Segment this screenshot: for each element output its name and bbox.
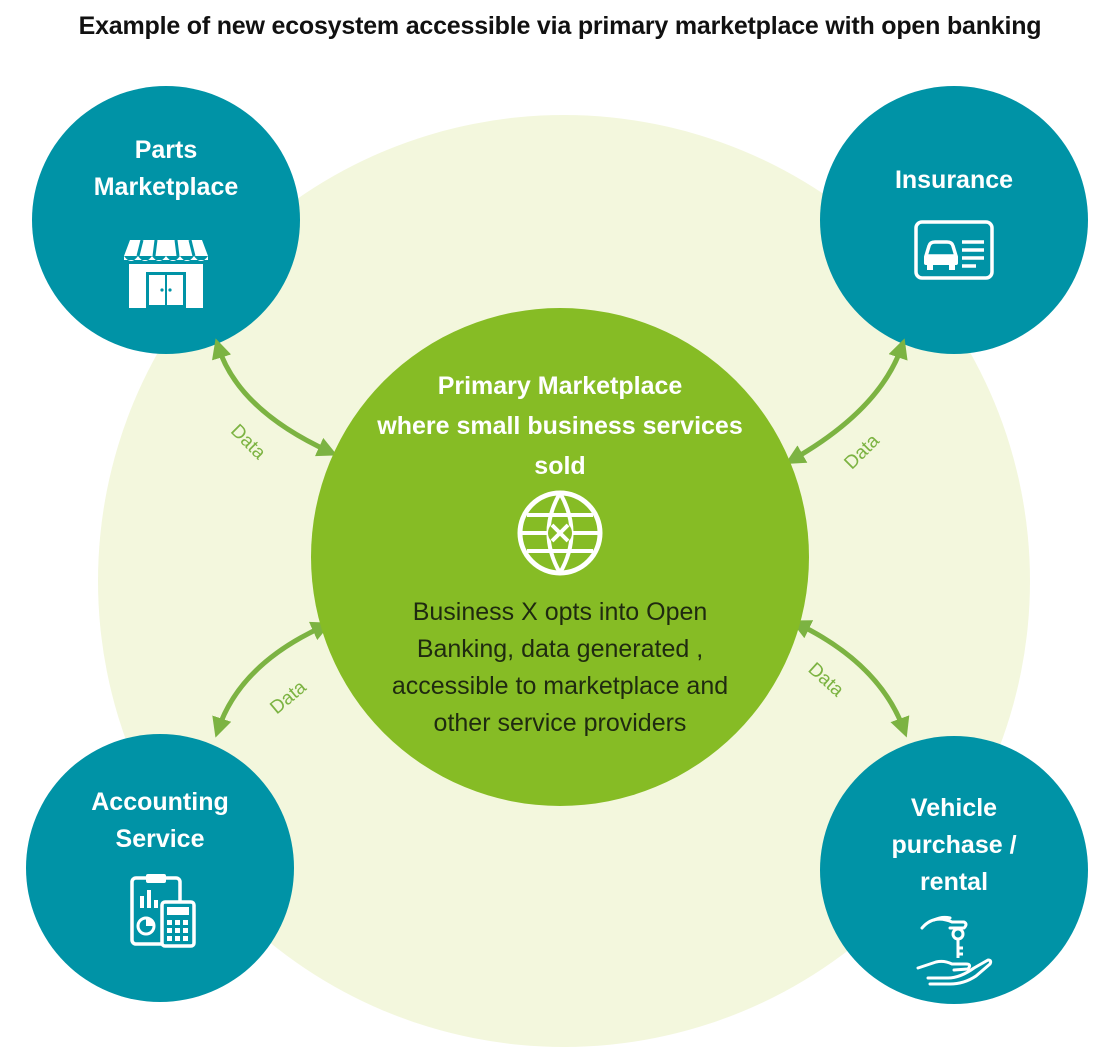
page-title: Example of new ecosystem accessible via … — [78, 12, 1042, 40]
storefront-icon — [124, 239, 208, 308]
node-parts-marketplace-label: Parts Marketplace — [93, 136, 239, 201]
arrow-top-right: Data — [785, 338, 908, 474]
node-parts-marketplace[interactable]: Parts Marketplace — [32, 86, 300, 354]
arrow-bottom-right-label: Data — [804, 659, 848, 702]
arrow-top-left-label: Data — [226, 420, 270, 464]
node-insurance-label: Insurance — [894, 166, 1014, 194]
globe-icon — [517, 490, 603, 576]
arrow-bottom-right: Data — [790, 620, 910, 738]
node-accounting-service-label: Accounting Service — [91, 788, 229, 853]
hand-key-icon — [916, 915, 993, 986]
center-title: Primary Marketplace where small business… — [377, 372, 743, 480]
center-primary-marketplace[interactable]: Primary Marketplace where small business… — [311, 308, 809, 806]
center-description: Business X opts into Open Banking, data … — [391, 598, 729, 737]
node-vehicle-purchase-rental[interactable]: Vehicle purchase / rental — [820, 736, 1088, 1004]
arrow-top-left: Data — [212, 338, 338, 464]
arrow-bottom-left: Data — [212, 621, 332, 738]
node-accounting-service[interactable]: Accounting Service — [26, 734, 294, 1002]
clipboard-calculator-icon — [130, 874, 196, 948]
car-insurance-card-icon — [914, 220, 994, 280]
node-insurance[interactable]: Insurance — [820, 86, 1088, 354]
arrow-top-right-label: Data — [840, 430, 884, 474]
node-vehicle-purchase-rental-label: Vehicle purchase / rental — [891, 794, 1017, 896]
arrow-bottom-left-label: Data — [266, 677, 311, 719]
